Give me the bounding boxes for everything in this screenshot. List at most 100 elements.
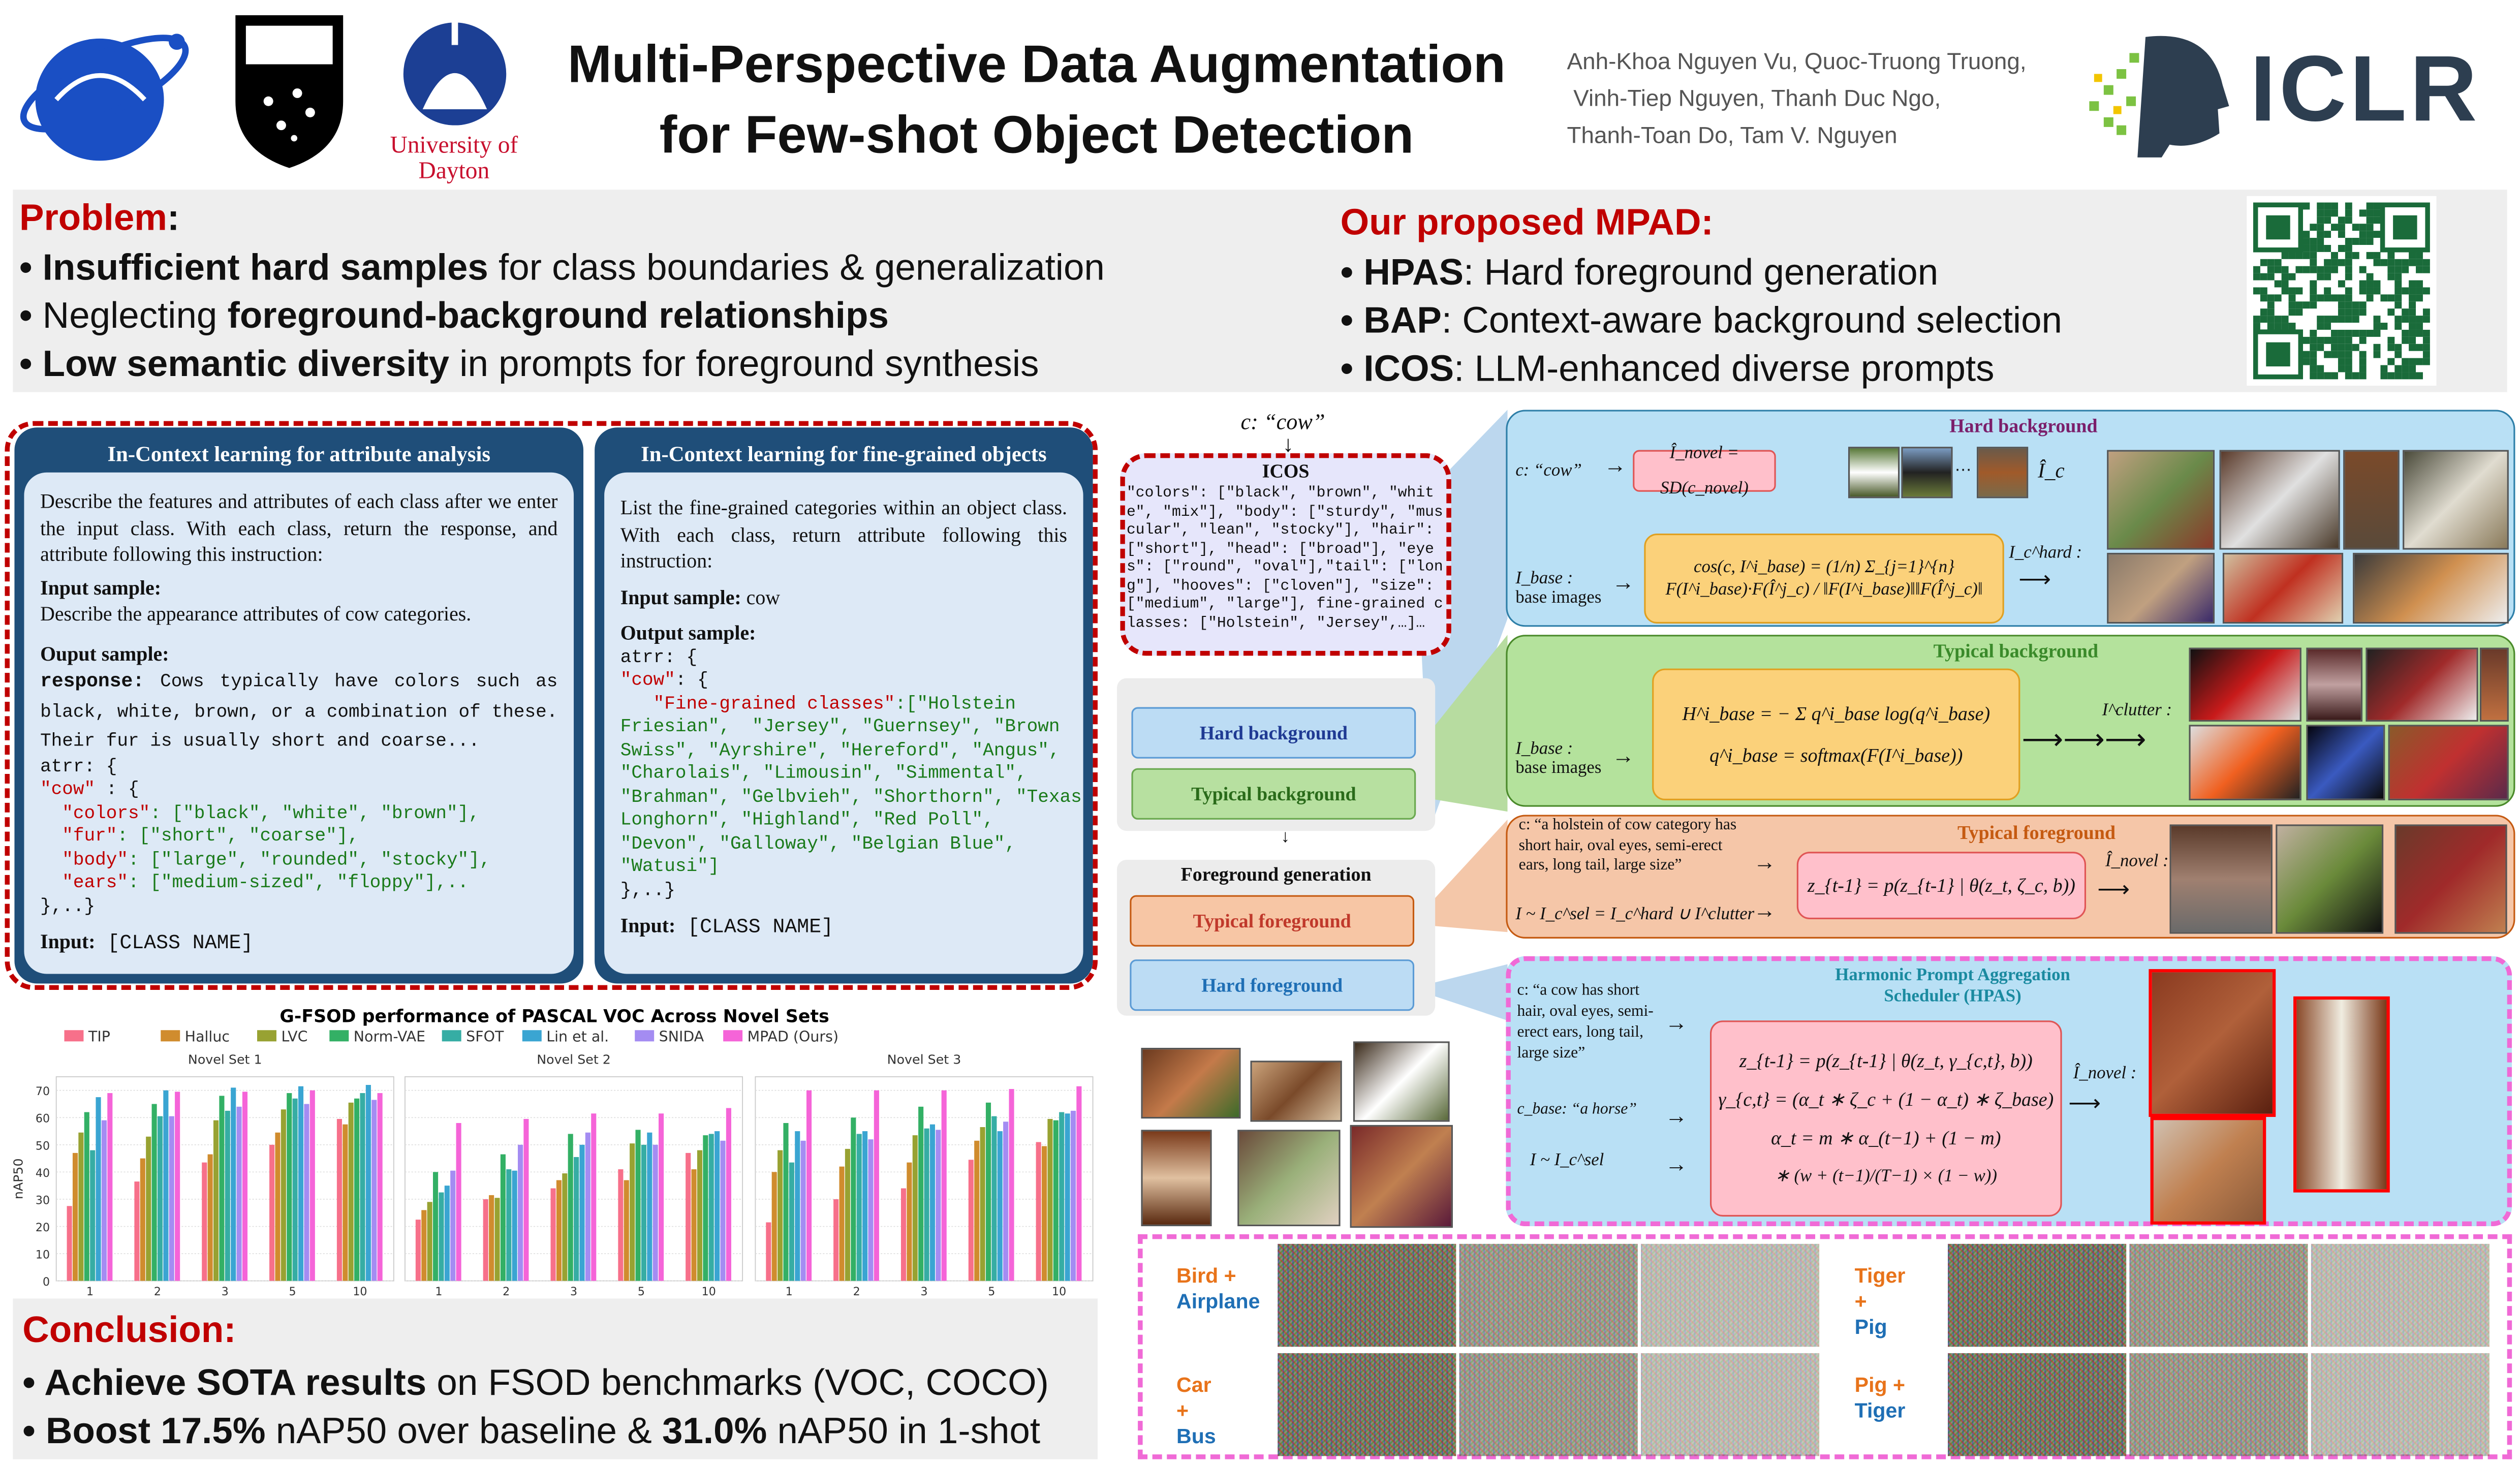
diffusion-step-image — [1948, 1353, 2127, 1456]
bar — [517, 1144, 523, 1281]
section-title: Harmonic Prompt Aggregation Scheduler (H… — [1835, 965, 2070, 1006]
cosine-similarity-equation: cos(c, I^i_base) = (1/n) Σ_{j=1}^{n} F(I… — [1644, 533, 2004, 624]
code-value: : ["short", "coarse"], — [117, 827, 359, 847]
pixel-head-logo — [2081, 29, 2234, 158]
in-context-learning-panel — [5, 421, 1098, 990]
bar — [568, 1134, 573, 1281]
bar — [163, 1090, 169, 1281]
input-sample-label: Input sample: — [40, 576, 162, 599]
bar — [806, 1090, 812, 1281]
base-label: I_base : — [1515, 569, 1573, 588]
proposed-item-text: : Context-aware background selection — [1441, 299, 2063, 341]
input-value: [CLASS NAME] — [675, 916, 834, 939]
code-line: atrr: { — [40, 756, 557, 780]
problem-item-bold: Insufficient hard samples — [42, 245, 488, 288]
dayton-logo-text: University of Dayton — [390, 133, 518, 185]
legend-label: SNIDA — [659, 1028, 704, 1045]
generated-foreground-image — [2169, 824, 2273, 934]
bar — [618, 1169, 624, 1281]
mix-class-b: Airplane — [1176, 1289, 1260, 1313]
bar — [1036, 1142, 1041, 1281]
code-value: "Watusi"] — [620, 858, 720, 878]
gfsod-bar-chart: G-FSOD performance of PASCAL VOC Across … — [11, 1006, 1094, 1298]
bar — [900, 1188, 907, 1281]
bar — [929, 1124, 936, 1281]
mix-class-a: Car + — [1176, 1372, 1211, 1422]
arrow-icon: → — [1612, 742, 1635, 768]
code-value: : { — [95, 781, 139, 800]
input-sample-text: Describe the appearance attributes of co… — [40, 602, 472, 626]
hard-background-image — [2403, 450, 2509, 550]
hard-background-box: Hard background — [1131, 707, 1416, 759]
hard-background-image — [2222, 552, 2344, 624]
arrow-icon: ↓ — [1282, 430, 1294, 457]
bar — [991, 1116, 997, 1281]
x-tick-label: 2 — [154, 1285, 161, 1298]
bar — [985, 1102, 991, 1281]
arrow-icon: ⟶ — [2097, 876, 2130, 902]
code-value: "Brahman", "Gelbvieh", "Shorthorn", "Tex… — [620, 788, 1082, 808]
arrow-icon: → — [1665, 1150, 1688, 1177]
generated-foreground-image — [2276, 824, 2384, 934]
bar — [941, 1090, 947, 1281]
output-sample-label: Output sample: — [620, 621, 756, 645]
clutter-image — [2479, 647, 2509, 722]
problem-item-text: for class boundaries & generalization — [488, 245, 1105, 288]
generated-cow-image — [1848, 447, 1900, 499]
arrow-icon: ↓ — [1281, 827, 1290, 847]
input-value: [CLASS NAME] — [95, 932, 254, 955]
poster-title: Multi-Perspective Data Augmentation for … — [522, 29, 1551, 170]
hard-background-output-label: I_c^hard : — [2009, 543, 2082, 563]
section-title: Hard background — [1949, 414, 2098, 438]
bar — [169, 1116, 174, 1281]
mix-class-b: Bus — [1176, 1424, 1216, 1448]
bar — [974, 1140, 980, 1281]
code-key: "body" — [40, 851, 129, 870]
output-sample-label: Ouput sample: — [40, 642, 169, 665]
proposed-item: BAP: Context-aware background selection — [1341, 296, 2062, 344]
bar — [427, 1202, 432, 1281]
hpas-equation: ∗ (w + (t−1)/(T−1) × (1 − w)) — [1775, 1167, 1997, 1186]
bar — [708, 1134, 714, 1281]
legend-swatch — [329, 1030, 349, 1042]
proposed-item-bold: ICOS — [1363, 347, 1454, 389]
arrow-icon: ⟶⟶⟶ — [2021, 723, 2146, 756]
bar — [635, 1130, 641, 1281]
hard-background-image — [2343, 450, 2400, 550]
arrow-icon: → — [1753, 896, 1776, 923]
legend-swatch — [635, 1030, 655, 1042]
x-tick-label: 10 — [353, 1285, 367, 1298]
code-key: "cow" — [40, 781, 96, 800]
cow-sample-image — [1350, 1125, 1453, 1228]
typical-background-section: Typical background I_base : base images … — [1506, 635, 2515, 807]
entropy-equations: H^i_base = − Σ q^i_base log(q^i_base) q^… — [1652, 668, 2020, 800]
icos-title: ICOS — [1262, 459, 1310, 482]
code-line: "ears": ["medium-sized", "floppy"],.. — [40, 873, 557, 896]
bar — [157, 1116, 163, 1281]
icos-text: "colors": ["black", "brown", "white", "m… — [1126, 483, 1443, 631]
code-line: Swiss", "Ayrshire", "Hereford", "Angus", — [620, 740, 1067, 763]
bar — [140, 1158, 145, 1281]
bar — [845, 1148, 851, 1281]
diffusion-step-image — [1948, 1243, 2127, 1347]
legend-label: SFOT — [466, 1028, 504, 1045]
conclusion-item-text: nAP50 in 1-shot — [767, 1409, 1041, 1451]
cow-sample-image — [1141, 1130, 1212, 1227]
bar — [703, 1135, 708, 1281]
hpas-prompt: c: “a cow has short hair, oval eyes, sem… — [1517, 982, 1654, 1063]
sd-generation-equation: Î_novel = SD(c_novel) — [1633, 444, 1776, 498]
x-tick-label: 3 — [222, 1285, 229, 1298]
input-sample: Input sample: — [40, 575, 557, 601]
code-value: "Charolais", "Limousin", "Simmental", — [620, 765, 1027, 785]
input-label: Input: — [620, 914, 676, 937]
bar — [78, 1132, 84, 1281]
mix-label: Tiger +Pig — [1855, 1263, 1906, 1341]
bar — [175, 1092, 180, 1281]
code-value: },..} — [620, 881, 675, 901]
bar — [579, 1144, 585, 1281]
code-value: :["Holstein — [895, 695, 1016, 714]
bar — [856, 1134, 862, 1281]
bar — [714, 1131, 720, 1281]
qr-code[interactable] — [2247, 196, 2437, 386]
bar — [1065, 1113, 1070, 1281]
